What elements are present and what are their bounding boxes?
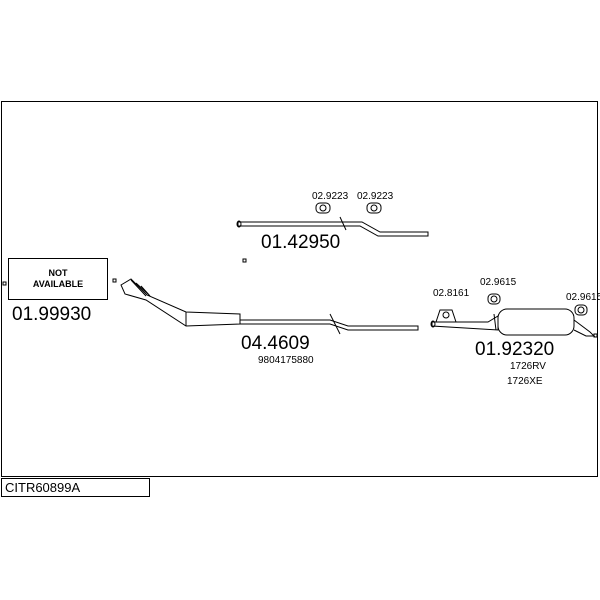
clamp-c2-label[interactable]: 02.9223 — [357, 191, 394, 202]
catalyst-part-number[interactable]: 04.4609 — [241, 333, 310, 354]
clamp-c3-drawing[interactable] — [435, 309, 457, 323]
not-available-line2: AVAILABLE — [32, 279, 84, 289]
catalyst-drawing[interactable] — [120, 278, 419, 335]
kit-code-box: CITR60899A — [1, 478, 150, 497]
clamp-c2-drawing[interactable] — [366, 202, 382, 214]
not-available-part-number: 01.99930 — [12, 304, 92, 325]
diagram-frame — [1, 101, 598, 477]
kit-code: CITR60899A — [5, 480, 81, 495]
not-available-line1: NOT — [48, 268, 68, 278]
front-pipe-part-number[interactable]: 01.42950 — [261, 232, 341, 253]
marker-square — [112, 278, 117, 283]
front-pipe-drawing[interactable] — [236, 216, 429, 237]
rear-silencer-ref1: 1726RV — [510, 361, 546, 372]
rear-silencer-part-number[interactable]: 01.92320 — [475, 339, 555, 360]
clamp-c1-drawing[interactable] — [315, 202, 331, 214]
clamp-c4-label[interactable]: 02.9615 — [480, 277, 517, 288]
clamp-c5-drawing[interactable] — [574, 304, 588, 316]
marker-square — [593, 333, 598, 338]
clamp-c5-label[interactable]: 02.9615 — [566, 292, 600, 303]
marker-square — [2, 281, 7, 286]
not-available-box: NOT AVAILABLE — [8, 258, 108, 300]
rear-silencer-ref2: 1726XE — [507, 376, 543, 387]
clamp-c1-label[interactable]: 02.9223 — [312, 191, 349, 202]
marker-square — [242, 258, 247, 263]
clamp-c3-label[interactable]: 02.8161 — [433, 288, 470, 299]
catalyst-ref-number: 9804175880 — [258, 355, 314, 366]
clamp-c4-drawing[interactable] — [487, 293, 501, 305]
